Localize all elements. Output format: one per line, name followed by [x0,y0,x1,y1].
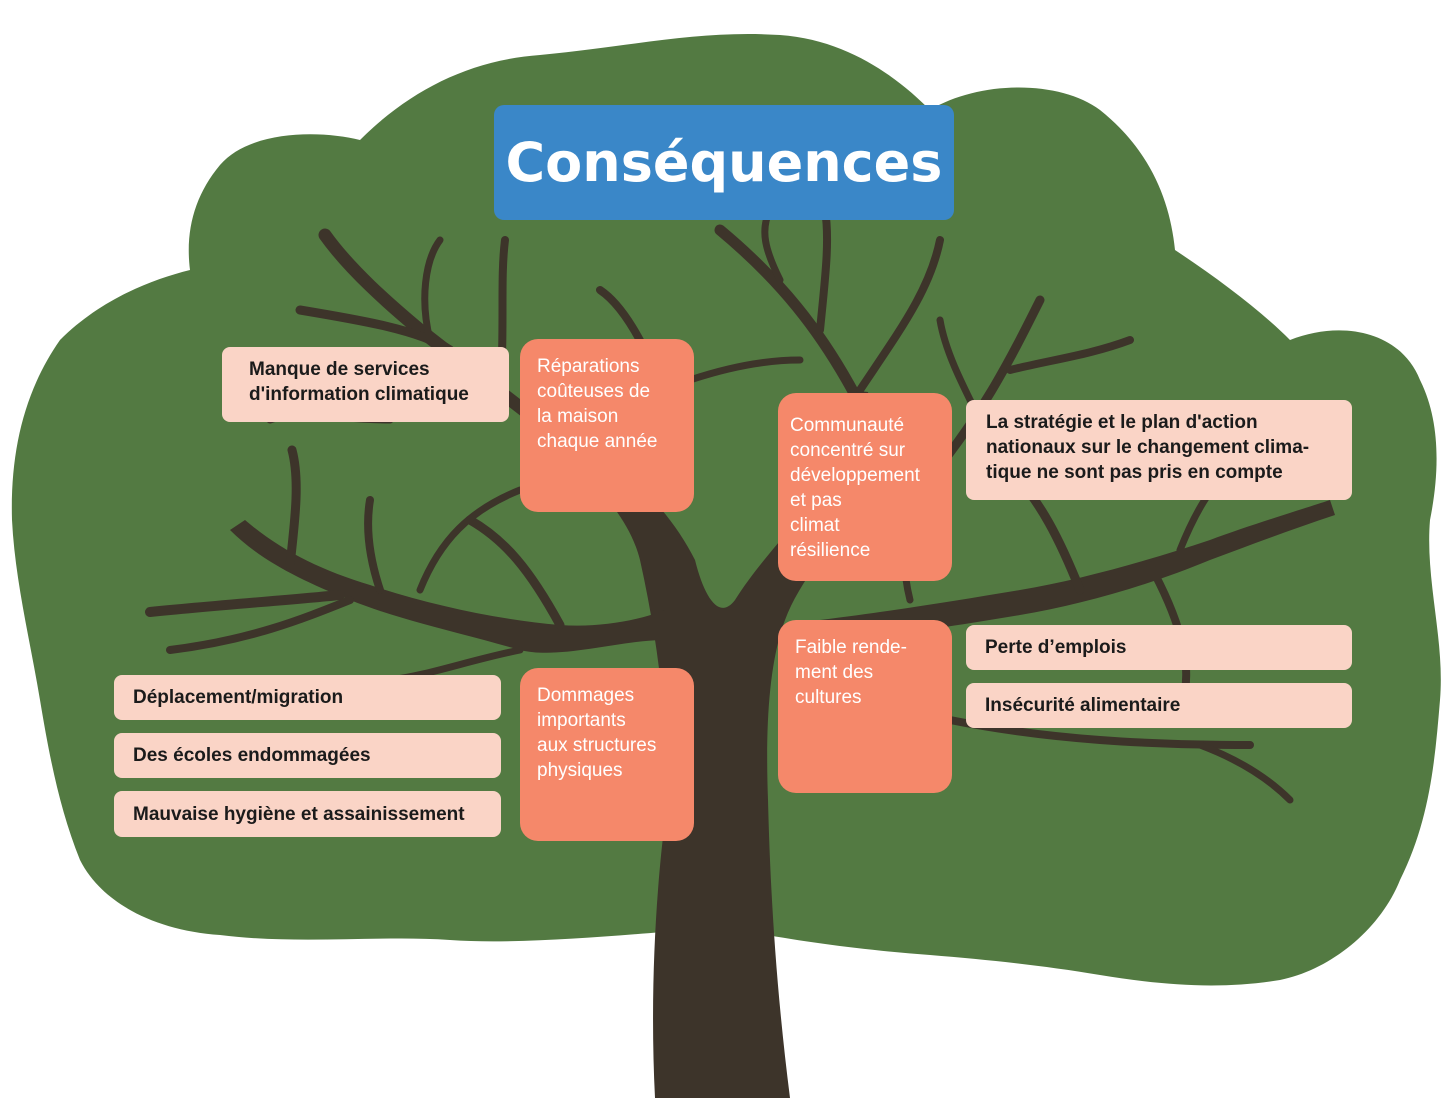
consequence-yield-text: Faible rende- ment des cultures [795,637,907,708]
consequence-food-text: Insécurité alimentaire [985,695,1181,716]
consequence-yield: Faible rende- ment des cultures [778,620,952,793]
consequence-jobs-text: Perte d’emplois [985,637,1127,658]
consequence-damage-text: Dommages importants aux structures physi… [537,685,657,781]
consequence-community: Communauté concentré sur développement e… [778,393,952,581]
consequence-displacement: Déplacement/migration [114,675,501,720]
consequence-community-text: Communauté concentré sur développement e… [790,415,920,561]
consequence-displacement-text: Déplacement/migration [133,687,344,708]
consequence-schools: Des écoles endommagées [114,733,501,778]
consequence-schools-text: Des écoles endommagées [133,745,371,766]
consequence-damage: Dommages importants aux structures physi… [520,668,694,841]
consequence-info-services-text: Manque de services d'information climati… [249,359,469,405]
title-text: Conséquences [505,131,943,194]
consequence-national-strategy: La stratégie et le plan d'action nationa… [966,400,1352,500]
consequence-national-strategy-text: La stratégie et le plan d'action nationa… [986,412,1310,483]
consequence-hygiene: Mauvaise hygiène et assainissement [114,791,501,837]
consequence-hygiene-text: Mauvaise hygiène et assainissement [133,803,465,825]
consequence-info-services: Manque de services d'information climati… [222,347,509,422]
consequence-jobs: Perte d’emplois [966,625,1352,670]
title-banner: Conséquences [494,105,954,220]
consequence-food: Insécurité alimentaire [966,683,1352,728]
consequence-repairs: Réparations coûteuses de la maison chaqu… [520,339,694,512]
consequence-repairs-text: Réparations coûteuses de la maison chaqu… [537,356,658,452]
